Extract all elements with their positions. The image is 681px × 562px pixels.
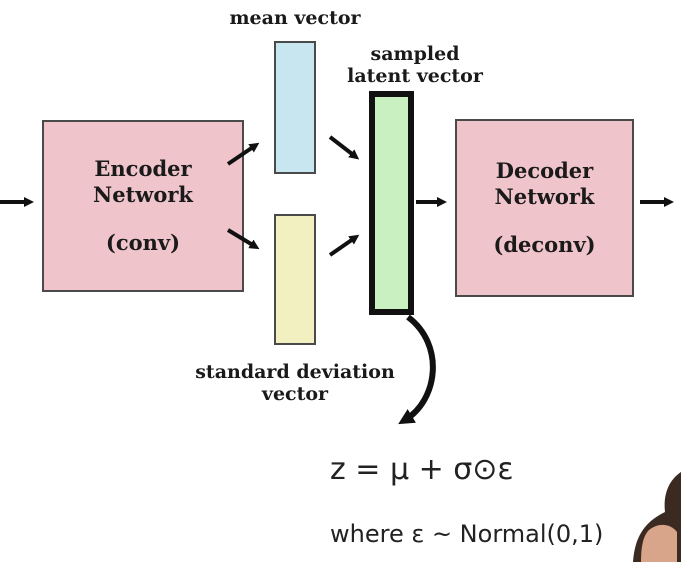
mean-vector-box: [274, 41, 316, 174]
epsilon-distribution-note: where ε ~ Normal(0,1): [330, 520, 604, 548]
sampled-latent-label-line1: sampled: [370, 43, 460, 65]
std-vector-box: [274, 214, 316, 345]
sampled-latent-label-line2: latent vector: [347, 65, 483, 87]
std-vector-label-line2: vector: [261, 383, 329, 405]
mean-to-latent-arrow: [328, 135, 360, 160]
encoder-label-line1: Encoder: [94, 156, 192, 181]
mean-vector-label: mean vector: [229, 7, 361, 29]
encoder-network-box: Encoder Network (conv): [42, 120, 244, 292]
decoder-network-box: Decoder Network (deconv): [455, 119, 634, 297]
sampled-latent-label: sampled latent vector: [330, 43, 500, 87]
decoder-label-line1: Decoder: [495, 158, 594, 183]
decoder-label-line3: (deconv): [493, 232, 596, 257]
latent-vector-box: [369, 91, 414, 315]
encoder-to-mean-arrow: [226, 142, 260, 166]
std-vector-label-line1: standard deviation: [195, 361, 395, 383]
presenter-partial-image: [633, 472, 681, 562]
decoder-label-line2: Network: [494, 184, 595, 209]
std-to-latent-arrow: [328, 234, 360, 257]
encoder-label-line3: (conv): [105, 230, 181, 255]
encoder-to-std-arrow: [226, 228, 260, 250]
std-vector-label: standard deviation vector: [175, 361, 415, 405]
reparameterization-formula: z = μ + σ⊙ε: [330, 452, 514, 487]
latent-to-formula-curved-arrow: [398, 314, 436, 425]
encoder-label-line2: Network: [93, 182, 193, 207]
